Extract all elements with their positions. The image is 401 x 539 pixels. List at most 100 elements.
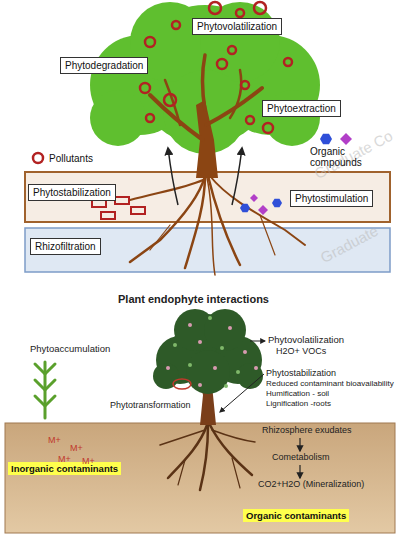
legend-text: Organic compounds: [310, 146, 374, 168]
pollutant-circle: [140, 83, 150, 93]
annotation-label: Reduced contaminant bioavailability: [266, 380, 394, 389]
canopy: [153, 309, 263, 394]
stabilization-arrow: [220, 374, 264, 412]
process-box: Phytodegradation: [60, 57, 148, 74]
uptake-arrow: [232, 148, 242, 205]
canopy-speckles: [166, 316, 258, 388]
organic-hexagon: [320, 134, 332, 144]
annotation-label: M+: [58, 455, 71, 465]
root: [160, 430, 205, 445]
annotation-label: Phytoaccumulation: [30, 344, 110, 354]
pollutant-block: [92, 200, 106, 207]
canopy-lobe: [264, 90, 320, 146]
uptake-arrow: [168, 148, 178, 205]
speckle: [228, 326, 232, 330]
legend-sample: [30, 151, 46, 165]
annotation-label: H2O+ VOCs: [276, 347, 326, 357]
process-box: Rhizofiltration: [30, 238, 101, 255]
organic-diamond: [258, 205, 268, 215]
root: [207, 178, 215, 275]
speckle: [198, 383, 202, 387]
organic-diamond: [250, 194, 258, 202]
root: [200, 425, 208, 490]
process-arrow: [299, 438, 300, 451]
speckle: [166, 366, 170, 370]
canopy-lobe: [153, 363, 179, 389]
pollutant-block: [131, 207, 145, 214]
pollutant-circle: [172, 21, 180, 29]
branch: [230, 70, 241, 118]
pollutant-symbol: [33, 153, 43, 163]
annotation-label: M+: [82, 457, 95, 467]
canopy-lobe: [186, 350, 230, 394]
annotation-label: Humification - soil: [266, 390, 329, 399]
node-text: Phytodegradation: [65, 60, 143, 71]
pollutant-circle: [246, 116, 254, 124]
root: [185, 176, 205, 268]
pollutant-circle: [263, 123, 273, 133]
speckle: [208, 316, 212, 320]
annotation-label: Lignification -roots: [266, 400, 331, 409]
legend-item: Pollutants: [30, 151, 120, 165]
speckle: [224, 384, 228, 388]
annotation-label: Phytotransformation: [110, 401, 191, 411]
branch: [203, 55, 206, 110]
panel-title: Plant endophyte interactions: [118, 293, 269, 305]
pollutant-block: [101, 212, 115, 219]
pollutant-circle: [228, 46, 236, 54]
branch: [150, 95, 203, 140]
plant-leaves: [35, 364, 55, 374]
root: [212, 430, 255, 442]
plant-leaves: [35, 380, 55, 390]
speckle: [220, 346, 224, 350]
root: [150, 225, 170, 250]
pollutant-circle: [145, 37, 155, 47]
soil-ground: [5, 423, 395, 533]
process-box: Phytostabilization: [28, 184, 116, 201]
speckle: [243, 350, 247, 354]
root: [260, 215, 275, 255]
root: [130, 180, 203, 200]
organic-hexagon: [272, 199, 282, 208]
node-text: Phytoextraction: [267, 103, 336, 114]
pollutant-block: [115, 197, 129, 204]
organic-hexagon: [240, 204, 250, 213]
organic-diamond: [340, 133, 352, 145]
node-text: Organic contaminants: [246, 510, 346, 521]
roots: [160, 425, 255, 490]
annotation-label: Cometabolism: [272, 453, 330, 463]
speckle: [236, 370, 240, 374]
plant-leaves: [35, 396, 55, 406]
pollutant-circle: [164, 94, 176, 106]
pollutant-circle: [236, 9, 244, 17]
annotation-label: Rhizosphere exudates: [262, 426, 352, 436]
pollutant-circle: [146, 114, 154, 122]
pollutant-circle: [209, 2, 221, 14]
root: [210, 176, 305, 245]
speckle: [213, 366, 217, 370]
transformation-ring: [173, 379, 191, 389]
annotation-label: M+: [70, 444, 83, 454]
node-text: Phytostimulation: [295, 193, 368, 204]
pollutant-circle: [241, 81, 249, 89]
root: [178, 460, 185, 485]
node-text: Inorganic contaminants: [11, 463, 118, 474]
process-box: Phytovolatilization: [192, 18, 282, 35]
branch: [165, 80, 180, 125]
node-text: Rhizofiltration: [35, 241, 96, 252]
speckle: [173, 343, 177, 347]
small-plant: [35, 362, 55, 418]
root: [130, 176, 205, 262]
process-box: Phytostimulation: [290, 190, 373, 207]
canopy-lobe: [204, 309, 246, 351]
pollutant-circle: [217, 59, 227, 69]
canopy-lobe: [237, 363, 263, 389]
root: [168, 425, 207, 478]
root: [210, 425, 252, 475]
pollutant-circle: [284, 58, 292, 66]
legend-sample: [318, 132, 358, 146]
node-text: Phytovolatilization: [197, 21, 277, 32]
pollutant-circle: [254, 2, 266, 14]
branches: [150, 55, 262, 140]
